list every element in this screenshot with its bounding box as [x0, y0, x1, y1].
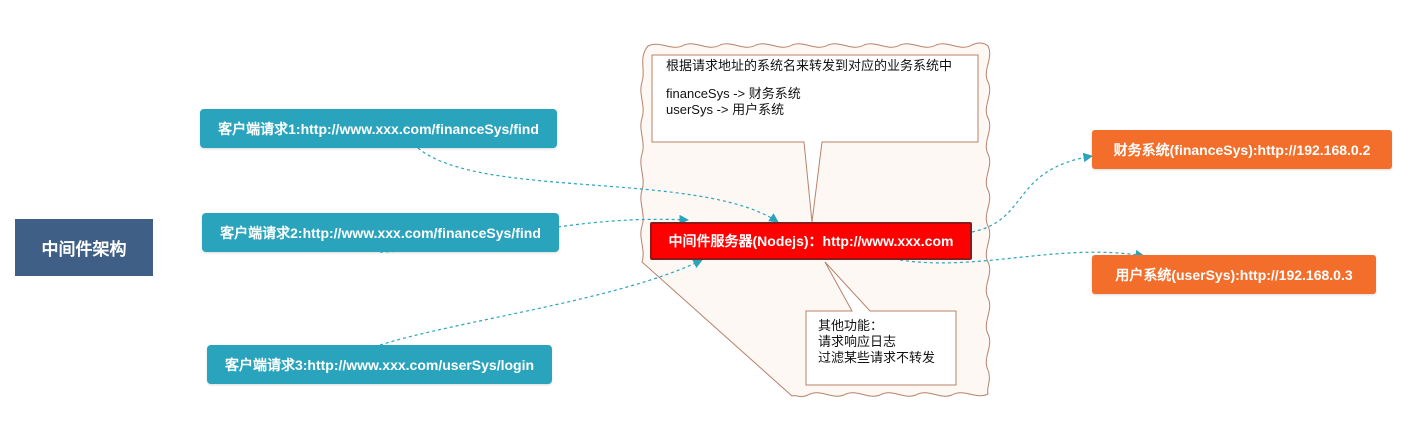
- routing-note-line: financeSys -> 财务系统: [666, 86, 801, 101]
- routing-note-line: userSys -> 用户系统: [666, 102, 785, 117]
- client-request-3: 客户端请求3:http://www.xxx.com/userSys/login: [207, 345, 552, 384]
- features-note-line: 请求响应日志: [818, 334, 897, 349]
- features-callout-bubble: [805, 261, 957, 386]
- connector-client3-server: [379, 259, 703, 346]
- features-note: 其他功能： 请求响应日志 过滤某些请求不转发: [818, 318, 935, 366]
- features-note-line: 过滤某些请求不转发: [818, 350, 936, 365]
- middleware-server: 中间件服务器(Nodejs)：http://www.xxx.com: [650, 222, 972, 260]
- connector-server-target1: [971, 152, 1093, 233]
- routing-note: 根据请求地址的系统名来转发到对应的业务系统中 financeSys -> 财务系…: [666, 58, 952, 118]
- connector-server-target2: [899, 249, 1145, 264]
- routing-note-heading: 根据请求地址的系统名来转发到对应的业务系统中: [666, 58, 953, 73]
- routing-callout-bubble: [651, 54, 979, 223]
- target-finance-system: 财务系统(financeSys):http://192.168.0.2: [1092, 130, 1392, 169]
- client-request-2: 客户端请求2:http://www.xxx.com/financeSys/fin…: [202, 213, 559, 252]
- features-note-heading: 其他功能：: [818, 318, 884, 333]
- client-request-1: 客户端请求1:http://www.xxx.com/financeSys/fin…: [200, 109, 557, 148]
- target-user-system: 用户系统(userSys):http://192.168.0.3: [1092, 255, 1376, 294]
- connector-client1-server: [417, 147, 779, 223]
- diagram-title: 中间件架构: [15, 219, 153, 276]
- routing-note-spacer: [666, 74, 952, 86]
